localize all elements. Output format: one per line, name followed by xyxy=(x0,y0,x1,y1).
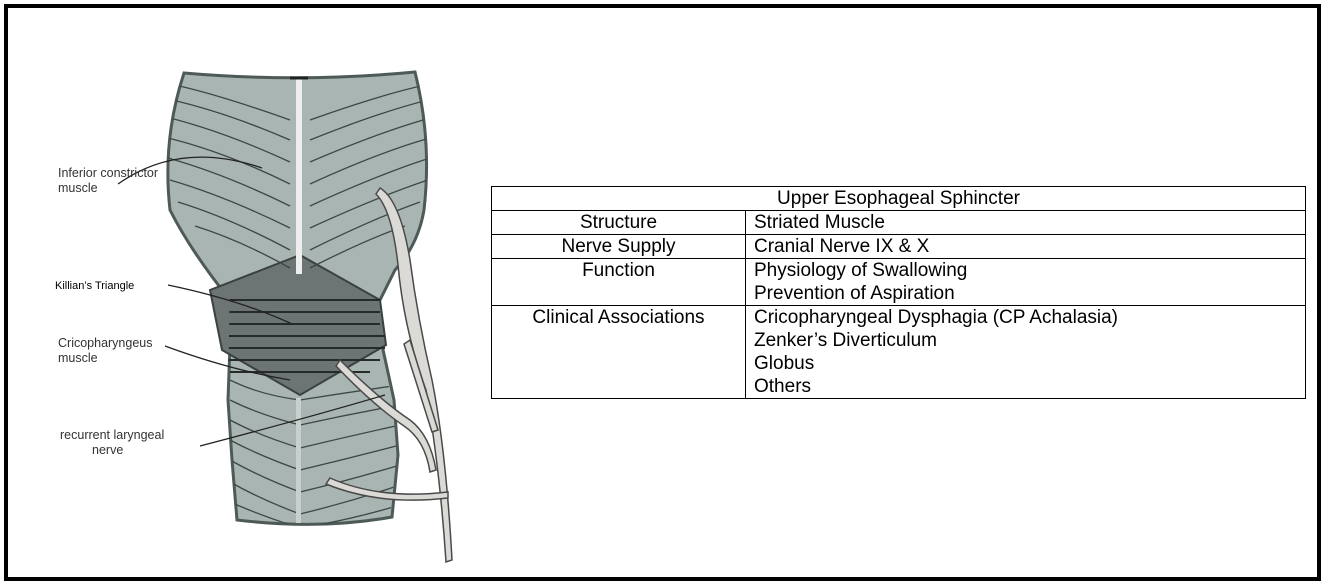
table-row: Function Physiology of Swallowing Preven… xyxy=(492,259,1306,306)
row-key: Structure xyxy=(492,211,746,235)
table-row: Structure Striated Muscle xyxy=(492,211,1306,235)
row-value: Striated Muscle xyxy=(746,211,1306,235)
value-line: Striated Muscle xyxy=(754,211,1297,234)
table-title: Upper Esophageal Sphincter xyxy=(492,187,1306,211)
row-key: Clinical Associations xyxy=(492,306,746,399)
value-line: Cricopharyngeal Dysphagia (CP Achalasia) xyxy=(754,306,1297,329)
value-line: Zenker’s Diverticulum xyxy=(754,329,1297,352)
table-title-row: Upper Esophageal Sphincter xyxy=(492,187,1306,211)
row-value: Cricopharyngeal Dysphagia (CP Achalasia)… xyxy=(746,306,1306,399)
value-line: Prevention of Aspiration xyxy=(754,282,1297,305)
label-cricopharyngeus: Cricopharyngeus muscle xyxy=(58,336,168,366)
label-inferior-constrictor: Inferior constrictor muscle xyxy=(58,166,168,196)
ues-summary-table: Upper Esophageal Sphincter Structure Str… xyxy=(491,186,1306,399)
row-value: Physiology of Swallowing Prevention of A… xyxy=(746,259,1306,306)
value-line: Globus xyxy=(754,352,1297,375)
label-recurrent-laryngeal-nerve: recurrent laryngeal nerve xyxy=(60,428,210,458)
row-value: Cranial Nerve IX & X xyxy=(746,235,1306,259)
label-recurrent-line2: nerve xyxy=(60,443,210,458)
table-row: Clinical Associations Cricopharyngeal Dy… xyxy=(492,306,1306,399)
label-killians-triangle: Killian’s Triangle xyxy=(55,279,134,294)
value-line: Physiology of Swallowing xyxy=(754,259,1297,282)
midline-raphe xyxy=(296,78,302,274)
label-recurrent-line1: recurrent laryngeal xyxy=(60,428,164,442)
value-line: Others xyxy=(754,375,1297,398)
table-row: Nerve Supply Cranial Nerve IX & X xyxy=(492,235,1306,259)
value-line: Cranial Nerve IX & X xyxy=(754,235,1297,258)
row-key: Function xyxy=(492,259,746,306)
row-key: Nerve Supply xyxy=(492,235,746,259)
